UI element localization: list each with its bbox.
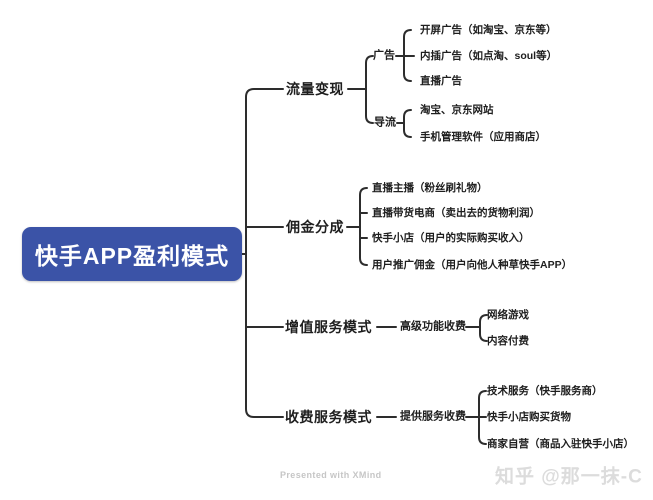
- topic-traffic-redirect: 导流: [374, 116, 396, 129]
- topic-ads: 广告: [373, 49, 395, 62]
- topic-traffic-monetization: 流量变现: [286, 81, 344, 97]
- topic-provide-service-fee: 提供服务收费: [400, 410, 466, 423]
- leaf-tech-service: 技术服务（快手服务商）: [487, 384, 603, 397]
- xmind-attribution: Presented with XMind: [280, 470, 382, 480]
- leaf-phone-manager-apps: 手机管理软件（应用商店）: [420, 130, 546, 143]
- leaf-live-ecommerce: 直播带货电商（卖出去的货物利润）: [372, 206, 540, 219]
- topic-premium-feature-fee: 高级功能收费: [400, 320, 466, 333]
- connector-spine-down: [245, 253, 284, 418]
- connector-commission-bracket: [359, 187, 368, 266]
- topic-commission-split: 佣金分成: [286, 219, 344, 235]
- leaf-live-ads: 直播广告: [420, 74, 462, 87]
- connector-premium-bracket: [479, 314, 488, 342]
- leaf-live-streamer: 直播主播（粉丝刷礼物）: [372, 181, 488, 194]
- root-topic-label: 快手APP盈利模式: [34, 243, 230, 269]
- leaf-content-pay: 内容付费: [487, 334, 529, 347]
- leaf-user-promotion: 用户推广佣金（用户向他人种草快手APP）: [372, 258, 573, 271]
- leaf-taobao-jd-sites: 淘宝、京东网站: [420, 103, 494, 116]
- leaf-online-games: 网络游戏: [487, 308, 529, 321]
- connector-ads-bracket: [403, 29, 412, 82]
- root-topic: 快手APP盈利模式: [22, 227, 242, 281]
- connector-spine-up: [245, 88, 284, 255]
- leaf-merchant-self-run: 商家自营（商品入驻快手小店）: [487, 437, 634, 450]
- leaf-shop-purchase: 快手小店购买货物: [487, 410, 571, 423]
- connector-traffic-bracket: [365, 55, 374, 124]
- leaf-kuaishou-shop: 快手小店（用户的实际购买收入）: [372, 231, 530, 244]
- leaf-splash-ads: 开屏广告（如淘宝、京东等）: [420, 23, 557, 36]
- leaf-insert-ads: 内插广告（如点淘、soul等）: [420, 49, 558, 62]
- connector-redirect-bracket: [403, 109, 412, 138]
- connector-service-fee-bracket: [478, 390, 487, 445]
- topic-value-added-service: 增值服务模式: [285, 319, 372, 335]
- zhihu-watermark: 知乎 @那一抹-C: [495, 466, 643, 488]
- topic-paid-service: 收费服务模式: [285, 409, 372, 425]
